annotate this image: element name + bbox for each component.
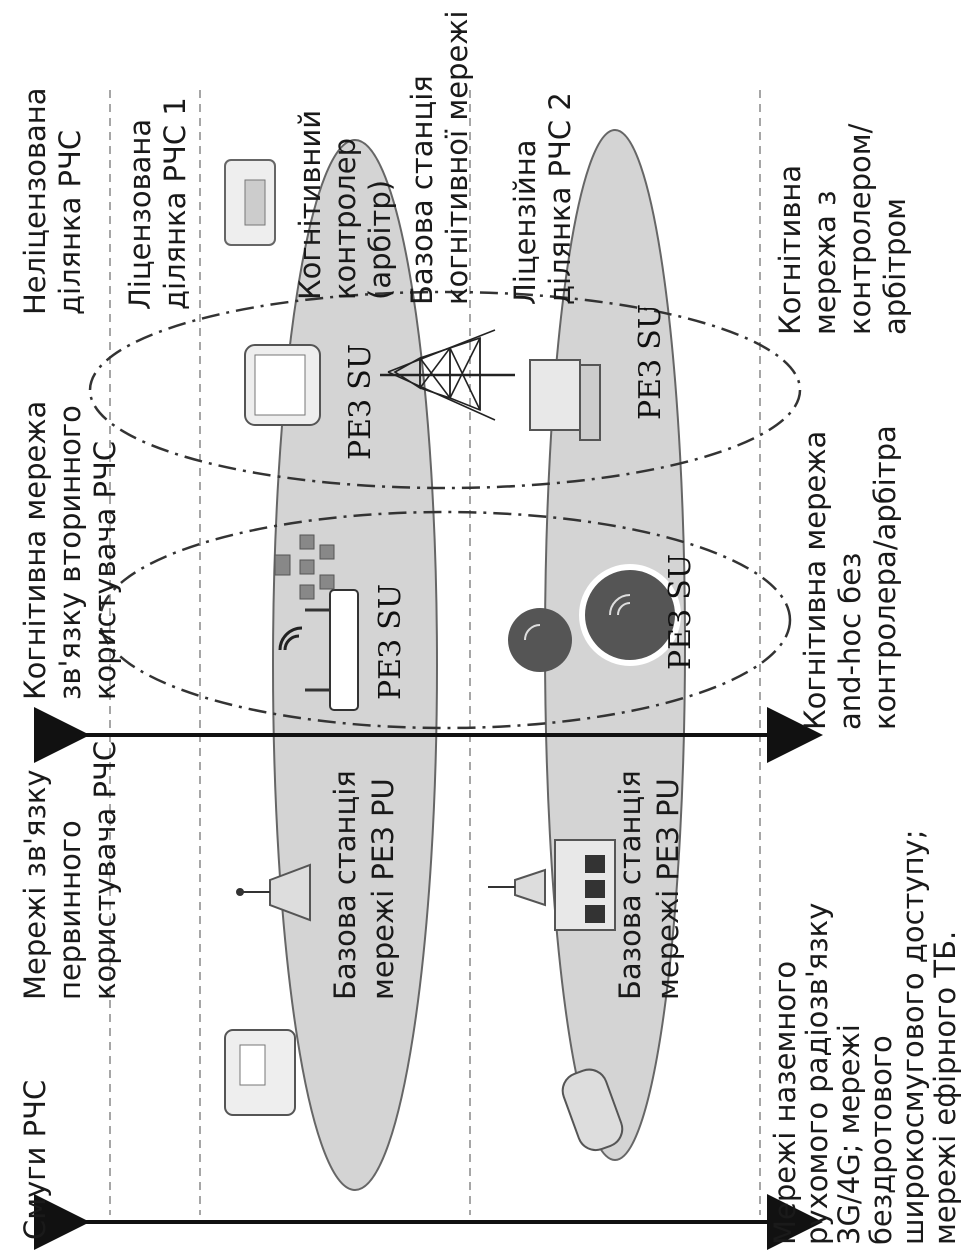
text-licensed-band-2: Ліцензійна ділянка РЧС 2 <box>508 92 577 305</box>
band-dividers <box>109 90 761 1215</box>
diagram-label: користувача РЧС <box>88 741 122 1000</box>
controlled-network-ellipse <box>88 290 802 490</box>
cognitive-tower-icon <box>380 329 515 421</box>
diagram-label: 3G/4G; мережі <box>832 1024 866 1245</box>
text-primary-network: Мережі зв'язку первинного користувача РЧ… <box>18 741 122 1000</box>
diagram-label: рухомого радіозв'язку <box>800 903 834 1245</box>
diagram-label: РЕЗ SU <box>343 344 378 460</box>
diagram-label: Ліцензована <box>123 119 157 310</box>
diagram-label: мережі РЕЗ PU <box>651 778 685 1000</box>
diagram-label: широкосмугового доступу; <box>896 830 930 1245</box>
text-secondary-network: Когнітивна мережа зв'язку вторинного кор… <box>18 401 122 700</box>
diagram-label: ділянка РЧС <box>53 130 87 315</box>
diagram-label: Когнітивна мережа <box>18 401 52 700</box>
text-mobile-networks: Мережі наземного рухомого радіозв'язку 3… <box>768 830 961 1245</box>
network-tree-icon <box>274 534 335 600</box>
diagram-label: когнітивної мережі <box>440 11 474 305</box>
diagram-label: Ліцензійна <box>508 140 542 305</box>
text-pu-bs-2: Базова станція мережі РЕЗ PU <box>613 770 685 1000</box>
unlicensed-device-icon <box>224 159 276 246</box>
bands-title: Смуги РЧС <box>18 1080 52 1240</box>
diagram-label: первинного <box>53 820 87 1000</box>
adhoc-network-ellipse <box>98 510 792 730</box>
diagram-label: Когнітивна <box>773 165 807 335</box>
text-cognitive-bs: Базова станція когнітивної мережі <box>405 11 474 305</box>
diagram-label: РЕЗ SU <box>373 584 408 700</box>
text-su-2: РЕЗ SU <box>633 304 668 420</box>
text-su-1: РЕЗ SU <box>343 344 378 460</box>
diagram-label: мережа з <box>808 190 842 335</box>
router-icon <box>278 589 359 711</box>
diagram-label: ділянка РЧС 1 <box>158 97 192 310</box>
diagram-label: мережі ефірного ТБ. <box>928 931 961 1245</box>
diagram-label: бездротового <box>864 1035 898 1245</box>
diagram-label: контролером/ <box>843 123 877 335</box>
diagram-label: Когнітивний <box>293 110 327 300</box>
diagram-label: РЕЗ SU <box>633 304 668 420</box>
text-su-3: РЕЗ SU <box>373 584 408 700</box>
diagram-label: Неліцензована <box>18 87 52 315</box>
diagram-label: користувача РЧС <box>88 441 122 700</box>
diagram-label: контролер <box>328 138 362 300</box>
diagram-label: ділянка РЧС 2 <box>543 92 577 305</box>
laptop-icon <box>529 359 601 441</box>
text-bands: Смуги РЧС <box>18 1080 52 1240</box>
mobile-phone-icon <box>561 1068 624 1152</box>
diagram-label: РЕЗ SU <box>663 554 698 670</box>
pda-icon <box>244 344 321 426</box>
pu-base-station-2-icon <box>488 839 616 931</box>
diagram-label: Когнітивна мережа <box>798 431 832 730</box>
diagram-label: контролера/арбітра <box>868 425 902 730</box>
pu-base-station-1-icon <box>236 863 311 922</box>
desk-phone-icon <box>224 1029 296 1116</box>
text-net-adhoc: Когнітивна мережа and-hoc без контролера… <box>798 425 902 730</box>
diagram-label: зв'язку вторинного <box>53 405 87 700</box>
text-controller: Когнітивний контролер (арбітр) <box>293 110 397 300</box>
diagram-label: Мережі зв'язку <box>18 769 52 1000</box>
diagram-label: Базова станція <box>405 75 439 305</box>
diagram-label: (арбітр) <box>363 180 397 300</box>
text-net-with-controller: Когнітивна мережа з контролером/ арбітро… <box>773 123 912 335</box>
wireless-disc-icon <box>508 564 681 672</box>
diagram-label: мережі РЕЗ PU <box>366 778 400 1000</box>
text-unlicensed-band: Неліцензована ділянка РЧС <box>18 87 87 315</box>
diagram-label: Базова станція <box>613 770 647 1000</box>
diagram-label: арбітром <box>878 198 912 335</box>
text-licensed-band-1: Ліцензована ділянка РЧС 1 <box>123 97 192 310</box>
diagram-label: Мережі наземного <box>768 961 802 1245</box>
text-su-4: РЕЗ SU <box>663 554 698 670</box>
diagram-label: Базова станція <box>328 770 362 1000</box>
text-pu-bs-1: Базова станція мережі РЕЗ PU <box>328 770 400 1000</box>
diagram-label: and-hoc без <box>833 553 867 730</box>
